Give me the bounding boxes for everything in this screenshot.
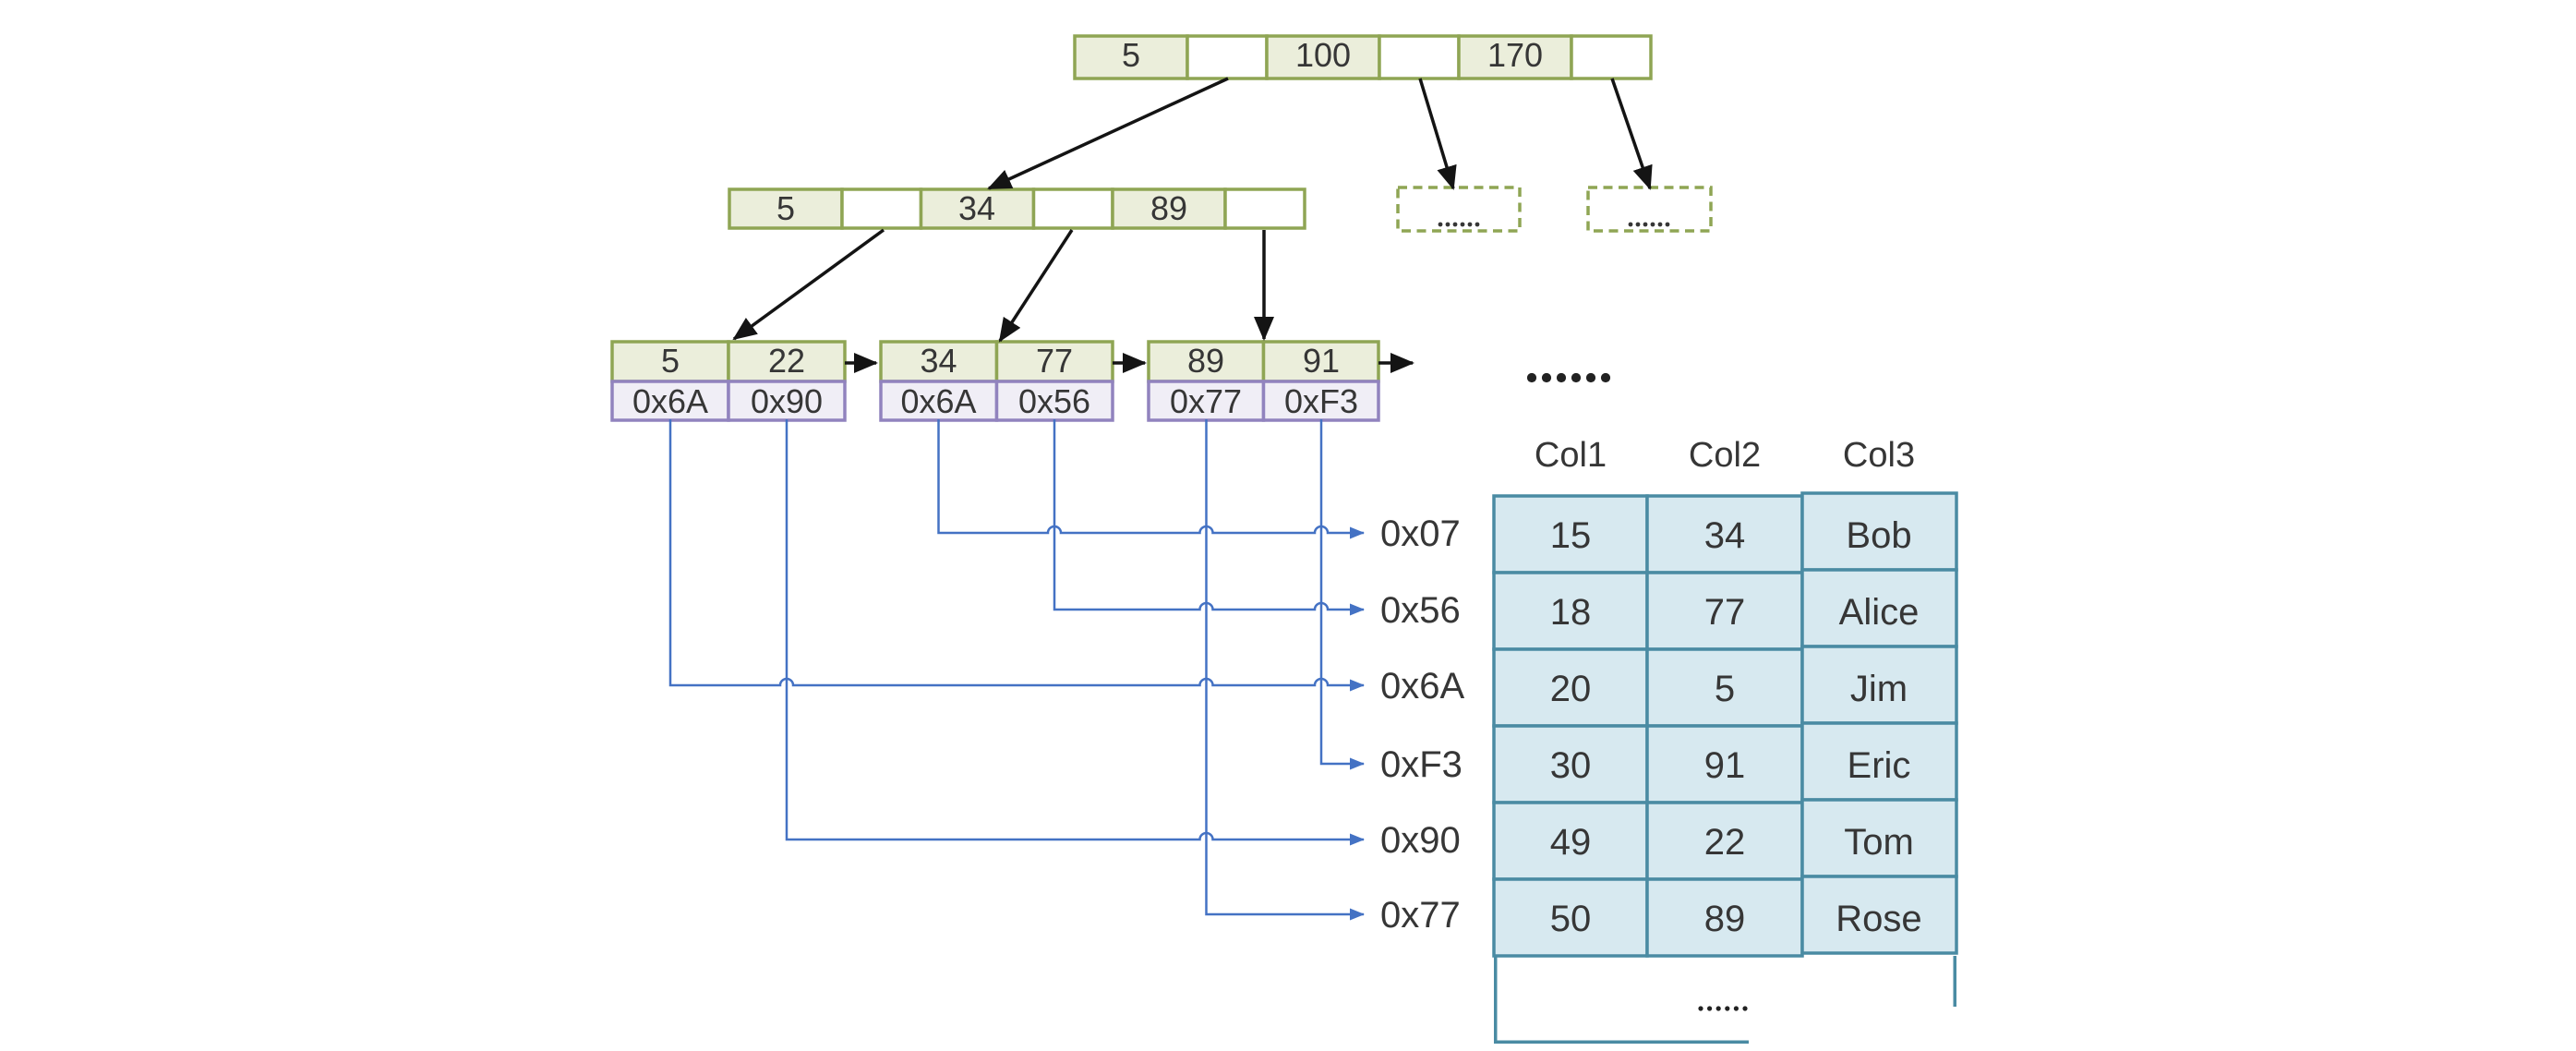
svg-text:77: 77 (1036, 342, 1073, 380)
svg-text:Bob: Bob (1846, 515, 1911, 556)
svg-text:91: 91 (1704, 745, 1746, 786)
svg-text:89: 89 (1704, 899, 1746, 939)
svg-text:0x90: 0x90 (1380, 820, 1461, 861)
svg-text:89: 89 (1150, 189, 1187, 227)
svg-text:0x6A: 0x6A (900, 382, 976, 420)
svg-text:0x6A: 0x6A (1380, 666, 1464, 707)
svg-text:30: 30 (1550, 745, 1592, 786)
svg-text:22: 22 (1704, 822, 1746, 863)
svg-text:0x56: 0x56 (1380, 590, 1461, 631)
svg-text:Jim: Jim (1850, 669, 1908, 709)
svg-text:5: 5 (776, 189, 795, 227)
svg-text:0x56: 0x56 (1018, 382, 1090, 420)
svg-text:Alice: Alice (1839, 592, 1920, 633)
svg-text:0xF3: 0xF3 (1380, 744, 1463, 785)
svg-text:91: 91 (1303, 342, 1340, 380)
svg-text:100: 100 (1295, 36, 1351, 74)
svg-text:50: 50 (1550, 899, 1592, 939)
svg-text:22: 22 (768, 342, 805, 380)
svg-text:5: 5 (1715, 669, 1735, 709)
svg-text:20: 20 (1550, 669, 1592, 709)
svg-text:0x07: 0x07 (1380, 513, 1461, 554)
svg-text:0x90: 0x90 (751, 382, 823, 420)
svg-text:0x77: 0x77 (1170, 382, 1242, 420)
svg-text:77: 77 (1704, 592, 1746, 633)
svg-text:0x6A: 0x6A (632, 382, 708, 420)
svg-text:Rose: Rose (1836, 899, 1921, 939)
svg-text:0x77: 0x77 (1380, 895, 1461, 936)
svg-text:170: 170 (1487, 36, 1543, 74)
svg-text:Tom: Tom (1844, 822, 1914, 863)
svg-text:5: 5 (661, 342, 680, 380)
svg-text:49: 49 (1550, 822, 1592, 863)
svg-text:15: 15 (1550, 515, 1592, 556)
svg-text:Eric: Eric (1848, 745, 1911, 786)
svg-text:34: 34 (1704, 515, 1746, 556)
svg-text:18: 18 (1550, 592, 1592, 633)
svg-text:34: 34 (920, 342, 957, 380)
svg-text:Col1: Col1 (1535, 436, 1607, 475)
svg-text:34: 34 (958, 189, 995, 227)
svg-text:89: 89 (1187, 342, 1224, 380)
svg-text:Col3: Col3 (1843, 436, 1915, 475)
svg-text:5: 5 (1122, 36, 1140, 74)
svg-text:0xF3: 0xF3 (1284, 382, 1358, 420)
svg-text:Col2: Col2 (1689, 436, 1761, 475)
